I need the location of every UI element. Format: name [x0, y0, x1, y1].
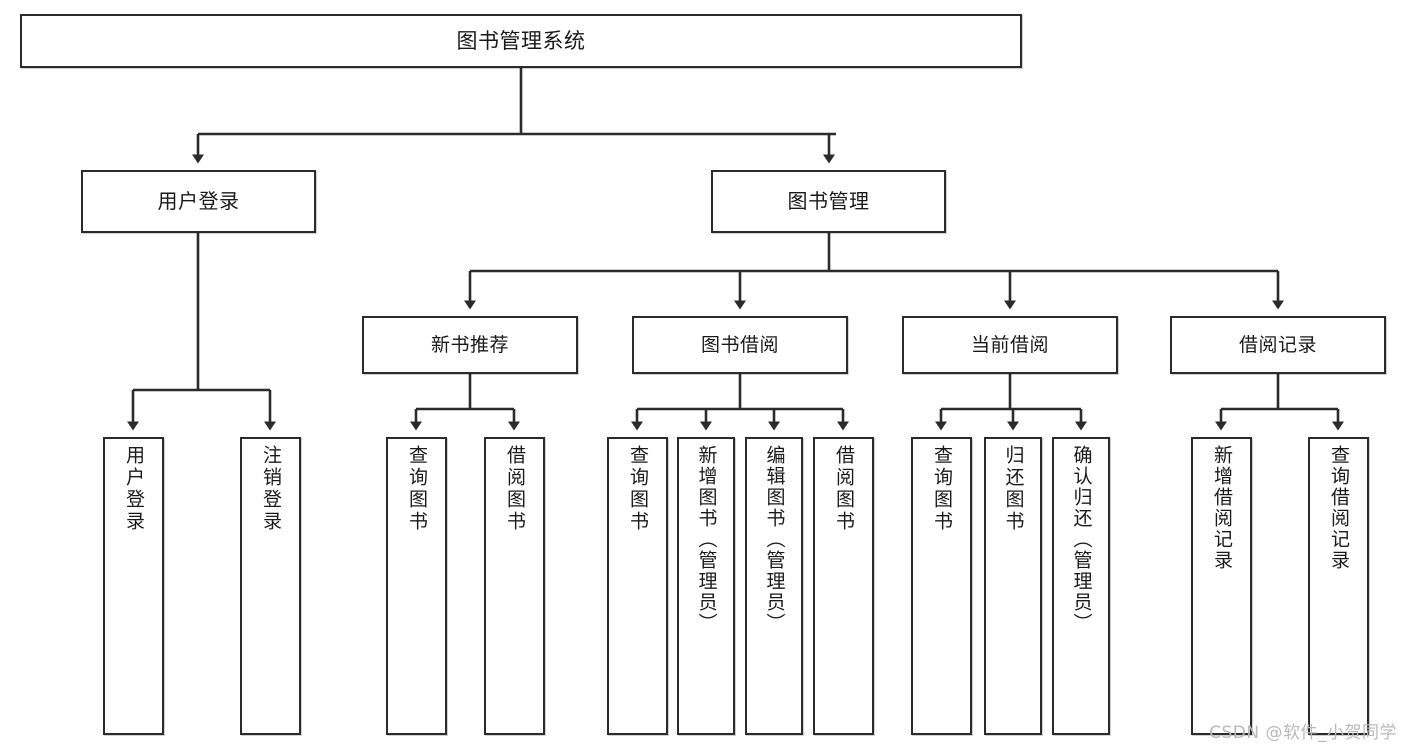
node-leaf-add-book[interactable]: 新增图书（管理员） [677, 437, 735, 735]
node-leaf-edit-book[interactable]: 编辑图书（管理员） [745, 437, 803, 735]
node-borrow-record-label: 借阅记录 [1238, 333, 1317, 356]
node-leaf-user-login[interactable]: 用户登录 [103, 437, 164, 735]
node-leaf-confirm-return[interactable]: 确认归还（管理员） [1052, 437, 1110, 735]
node-borrow-record[interactable]: 借阅记录 [1170, 316, 1386, 374]
node-leaf-add-record-label: 新增借阅记录 [1211, 445, 1233, 571]
node-user-login-label: 用户登录 [157, 188, 240, 213]
node-leaf-confirm-return-label: 确认归还（管理员） [1070, 445, 1093, 634]
node-current-borrow[interactable]: 当前借阅 [902, 316, 1118, 374]
node-leaf-edit-book-label: 编辑图书（管理员） [763, 445, 786, 634]
node-leaf-query-book-1[interactable]: 查询图书 [386, 437, 447, 735]
node-leaf-borrow-book-2[interactable]: 借阅图书 [813, 437, 874, 735]
node-leaf-add-book-label: 新增图书（管理员） [695, 445, 718, 634]
node-book-manage[interactable]: 图书管理 [711, 170, 946, 233]
node-book-manage-label: 图书管理 [787, 188, 870, 213]
node-user-login[interactable]: 用户登录 [81, 170, 316, 233]
node-leaf-user-logout-label: 注销登录 [260, 445, 282, 533]
csdn-watermark: CSDN @软件_小贺同学 [1209, 723, 1397, 743]
node-leaf-borrow-book-2-label: 借阅图书 [833, 445, 855, 533]
node-new-book-recommend[interactable]: 新书推荐 [362, 316, 578, 374]
node-leaf-query-book-2-label: 查询图书 [627, 445, 649, 533]
node-leaf-return-book-label: 归还图书 [1002, 445, 1025, 533]
node-leaf-query-record-label: 查询借阅记录 [1328, 445, 1350, 571]
node-leaf-user-logout[interactable]: 注销登录 [240, 437, 301, 735]
node-new-book-recommend-label: 新书推荐 [430, 333, 509, 356]
node-leaf-query-book-1-label: 查询图书 [406, 445, 428, 533]
node-current-borrow-label: 当前借阅 [970, 333, 1049, 356]
node-leaf-borrow-book-1[interactable]: 借阅图书 [484, 437, 545, 735]
node-book-borrow[interactable]: 图书借阅 [632, 316, 848, 374]
node-root[interactable]: 图书管理系统 [20, 14, 1022, 68]
node-leaf-add-record[interactable]: 新增借阅记录 [1191, 437, 1252, 735]
node-leaf-query-book-3-label: 查询图书 [931, 445, 953, 533]
node-root-label: 图书管理系统 [456, 28, 586, 53]
node-book-borrow-label: 图书借阅 [700, 333, 779, 356]
node-leaf-borrow-book-1-label: 借阅图书 [504, 445, 526, 533]
node-leaf-query-book-2[interactable]: 查询图书 [607, 437, 668, 735]
node-leaf-query-record[interactable]: 查询借阅记录 [1308, 437, 1369, 735]
node-leaf-return-book[interactable]: 归还图书 [984, 437, 1042, 735]
node-leaf-query-book-3[interactable]: 查询图书 [911, 437, 972, 735]
node-leaf-user-login-label: 用户登录 [123, 445, 145, 533]
